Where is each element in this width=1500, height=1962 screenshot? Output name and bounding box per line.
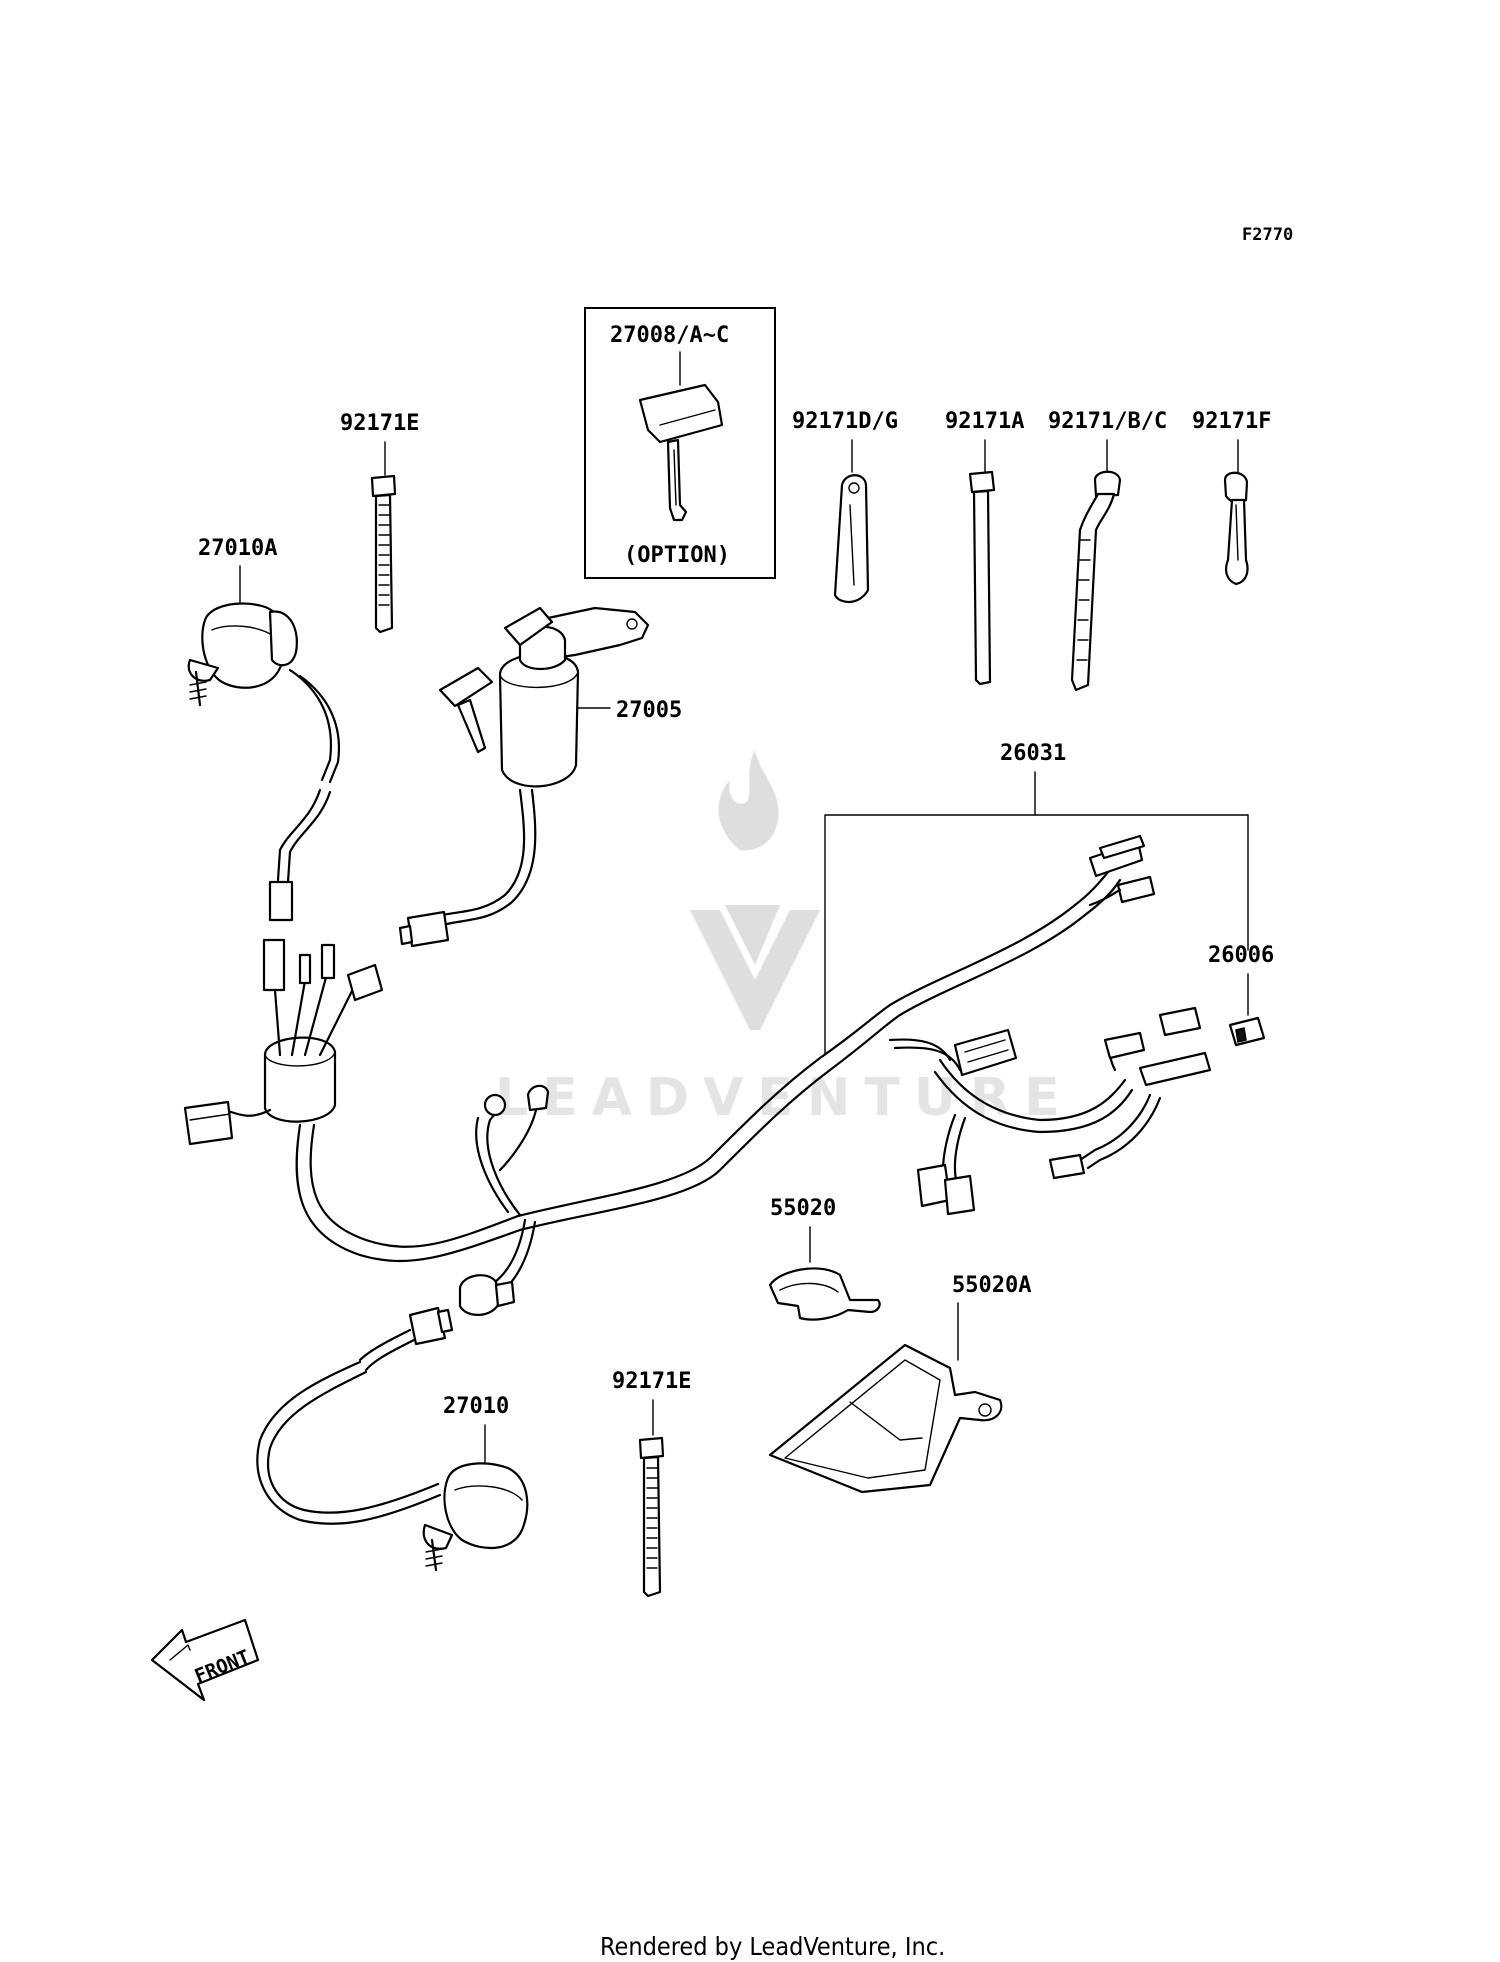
part-label-26006: 26006 — [1208, 943, 1274, 968]
switch-27010A: 27010A — [187, 536, 340, 922]
part-label-55020: 55020 — [770, 1196, 836, 1221]
footer-credit: Rendered by LeadVenture, Inc. — [600, 1932, 945, 1961]
option-box: 27008/A~C (OPTION) — [584, 307, 776, 579]
figure-code: F2770 — [1242, 225, 1293, 245]
clamp-92171DG: 92171D/G — [792, 409, 898, 603]
watermark-logo: LEADVENTURE — [495, 750, 1060, 1128]
cable-tie-92171E-bottom: 92171E — [612, 1369, 691, 1598]
cover-55020: 55020 — [768, 1196, 881, 1321]
cable-tie-92171E-top: 92171E — [340, 411, 419, 634]
clip-92171F: 92171F — [1192, 409, 1271, 586]
part-label-92171DG: 92171D/G — [792, 409, 898, 434]
option-caption: (OPTION) — [624, 543, 730, 568]
part-label-27008: 27008/A~C — [610, 323, 729, 348]
ignition-switch-27005: 27005 — [398, 606, 682, 948]
part-label-27005: 27005 — [616, 698, 682, 723]
cable-tie-92171A: 92171A — [945, 409, 1024, 686]
harness-26031: 26031 — [183, 741, 1249, 1525]
fuse-26006: 26006 — [1208, 943, 1274, 1047]
part-label-92171E-top: 92171E — [340, 411, 419, 436]
part-label-26031: 26031 — [1000, 741, 1066, 766]
part-label-92171E-bottom: 92171E — [612, 1369, 691, 1394]
part-label-55020A: 55020A — [952, 1273, 1031, 1298]
switch-27010: 27010 — [422, 1394, 529, 1572]
part-label-27010: 27010 — [443, 1394, 509, 1419]
bracket-55020A: 55020A — [768, 1273, 1031, 1494]
part-label-92171F: 92171F — [1192, 409, 1271, 434]
part-label-27010A: 27010A — [198, 536, 277, 561]
part-label-92171A: 92171A — [945, 409, 1024, 434]
front-arrow: FRONT — [150, 1618, 260, 1702]
cable-tie-92171BC: 92171/B/C — [1048, 409, 1167, 692]
part-label-92171BC: 92171/B/C — [1048, 409, 1167, 434]
